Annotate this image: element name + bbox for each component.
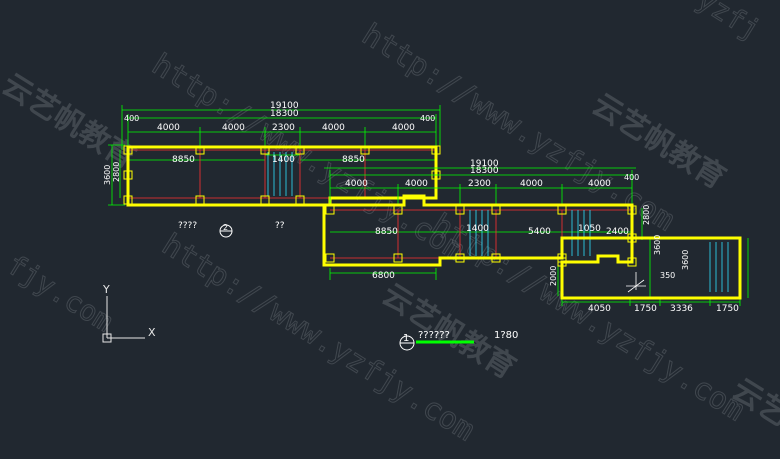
ucs-origin-box (102, 333, 112, 343)
dim-mid-inner-right: 2400 (606, 227, 629, 237)
dim-mid-bay-3: 2300 (468, 179, 491, 189)
drawing-title-block[interactable]: 1 ?????? 1?80 (399, 330, 518, 351)
dimension-lines-left (108, 105, 441, 206)
dim-sub-top: 18300 (270, 109, 299, 119)
dim-mid-bay-4: 4000 (520, 179, 543, 189)
title-name: ?????? (418, 330, 450, 341)
watermark-layer: http://www.yzfjy.com http://www.yzfjy.co… (0, 0, 780, 449)
dim-mid-end-right: 400 (624, 173, 639, 182)
dim-stair-width: 1400 (272, 155, 295, 165)
dim-bay-5: 4000 (392, 123, 415, 133)
title-scale: 1?80 (494, 330, 518, 341)
stair-tag: ?? (275, 221, 285, 231)
dim-end-left: 400 (124, 114, 139, 123)
dim-right-bottom-1: 4050 (588, 304, 611, 314)
dim-right-height-main: 3600 (681, 250, 690, 270)
dim-right-bottom-3: 3336 (670, 304, 693, 314)
dim-mid-bottom: 6800 (372, 271, 395, 281)
dim-right-bottom-4: 1750 (716, 304, 739, 314)
dim-overall-top: 19100 (270, 101, 299, 111)
dim-mid-inner-mid: 5400 (528, 227, 551, 237)
dim-mid-inner-left: 8850 (375, 227, 398, 237)
ucs-x-label: X (148, 326, 156, 339)
watermark-fragment-left: fjy.com (1, 248, 119, 339)
dim-height-outer: 3600 (103, 165, 112, 185)
section-number: 2 (223, 223, 228, 232)
dim-mid-bay-5: 4000 (588, 179, 611, 189)
dimension-lines-middle (324, 167, 636, 280)
stair-left[interactable] (267, 152, 293, 196)
room-tag: ???? (178, 221, 197, 231)
dim-end-right: 400 (420, 114, 435, 123)
columns-middle[interactable] (325, 205, 637, 263)
watermark-fragment-top-right: yzfj (691, 0, 766, 47)
floor-plan-right-wing[interactable]: 2800 3600 3600 2000 350 4050 1750 3336 1… (549, 205, 749, 314)
dim-right-height-left: 2000 (549, 266, 558, 286)
ucs-icon[interactable]: Y X (102, 283, 156, 343)
dim-right-height-side: 3600 (653, 235, 662, 255)
dim-mid-stair-2: 1050 (578, 224, 601, 234)
wall-outline-right[interactable] (560, 236, 742, 300)
columns-right[interactable] (557, 233, 637, 267)
section-marker[interactable]: 2 (219, 223, 233, 238)
watermark-url-lower-right: http://www.yzfjy.com (426, 207, 751, 428)
dim-bay-3: 2300 (272, 123, 295, 133)
dim-bay-2: 4000 (222, 123, 245, 133)
north-arrow-symbol (626, 272, 646, 293)
dim-right-small: 350 (660, 271, 675, 280)
dim-inner-right: 8850 (342, 155, 365, 165)
dim-bay-1: 4000 (157, 123, 180, 133)
dim-height-inner: 2800 (112, 162, 121, 182)
title-number: 1 (403, 333, 409, 344)
dim-mid-bay-1: 4000 (345, 179, 368, 189)
stair-middle[interactable] (469, 210, 591, 256)
dim-inner-left: 8850 (172, 155, 195, 165)
dim-bay-4: 4000 (322, 123, 345, 133)
dim-right-bottom-2: 1750 (634, 304, 657, 314)
dim-right-height-top: 2800 (642, 205, 651, 225)
dim-mid-overall-top: 19100 (470, 159, 499, 169)
stair-right[interactable] (709, 242, 729, 292)
dim-mid-stair-width: 1400 (466, 224, 489, 234)
dim-mid-bay-2: 4000 (405, 179, 428, 189)
dim-mid-sub-top: 18300 (470, 166, 499, 176)
columns-left[interactable] (123, 145, 441, 205)
ucs-y-label: Y (102, 283, 110, 296)
